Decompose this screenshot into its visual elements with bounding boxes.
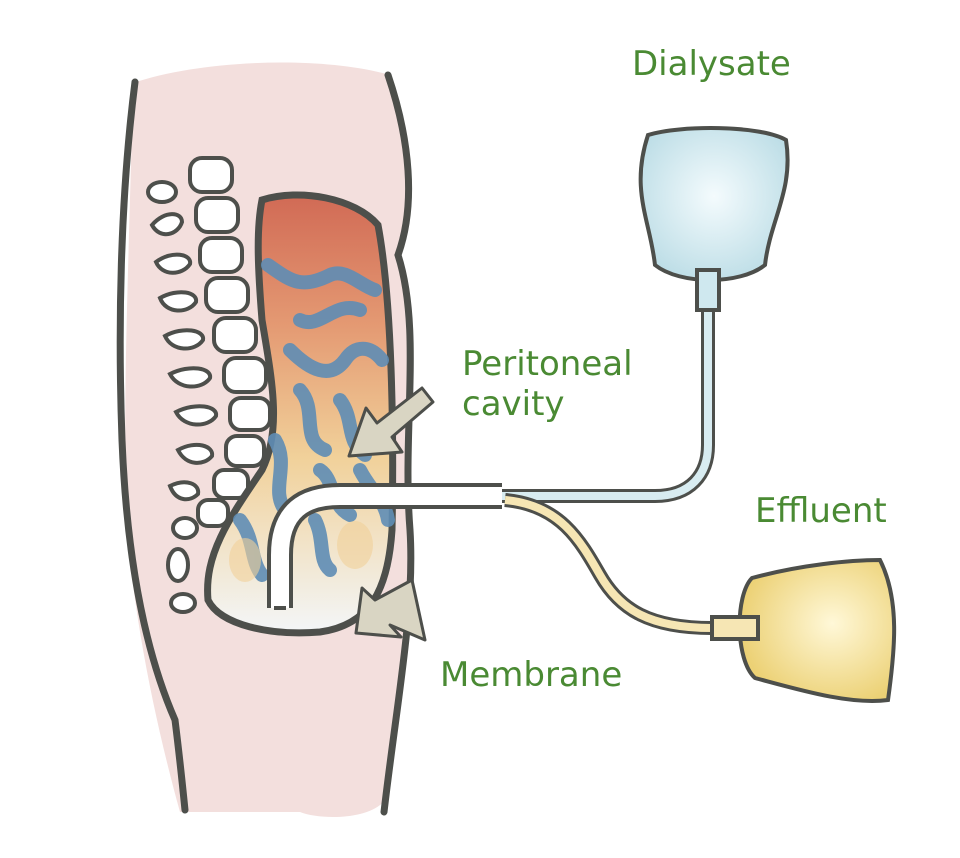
peritoneal-cavity-label-line2: cavity: [462, 384, 565, 424]
effluent-tube: [504, 493, 713, 635]
peritoneal-cavity-label: Peritoneal cavity: [462, 344, 633, 424]
peritoneal-cavity-label-line1: Peritoneal: [462, 344, 633, 384]
dialysate-label: Dialysate: [632, 44, 791, 84]
membrane-label: Membrane: [440, 655, 623, 695]
dialysate-bag: [638, 126, 790, 282]
torso-back-outline: [116, 78, 189, 814]
peritoneal-cavity-arrow: [347, 386, 435, 458]
effluent-bag: [737, 557, 897, 703]
dialysate-bag-port: [695, 268, 721, 312]
effluent-bag-port: [710, 615, 760, 641]
membrane-arrow: [354, 578, 427, 642]
effluent-label: Effluent: [755, 491, 887, 531]
intestine-highlights: [229, 521, 373, 582]
spine-vertebrae: [146, 156, 272, 614]
